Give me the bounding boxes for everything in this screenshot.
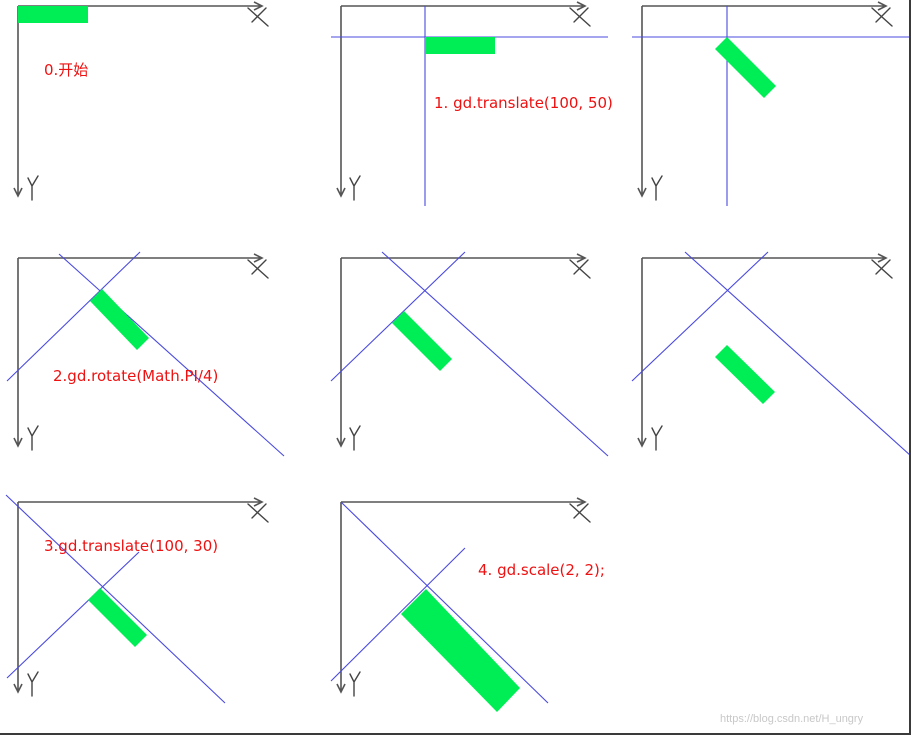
step-label: 1. gd.translate(100, 50) (434, 94, 613, 112)
rotated-y-guide (6, 551, 140, 679)
y-axis (336, 502, 346, 694)
x-axis (18, 497, 264, 507)
panel-scale: 4. gd.scale(2, 2); (330, 497, 605, 712)
x-axis (642, 253, 888, 263)
x-axis-glyph (247, 7, 269, 27)
y-axis (637, 6, 647, 198)
step-label: 4. gd.scale(2, 2); (478, 561, 605, 579)
panel-rotate-further (631, 251, 911, 457)
y-axis-glyph (651, 425, 663, 451)
step-label: 3.gd.translate(100, 30) (44, 537, 218, 555)
y-axis (13, 6, 23, 198)
green-rectangle (715, 345, 775, 404)
y-axis-glyph (27, 175, 39, 201)
green-rectangle (401, 589, 520, 712)
rotated-x-guide (58, 253, 285, 457)
y-axis (336, 258, 346, 448)
x-axis-glyph (569, 503, 591, 523)
y-axis-glyph (27, 671, 39, 697)
y-axis (13, 258, 23, 448)
rotated-x-guide (381, 251, 609, 457)
y-axis (13, 502, 23, 694)
green-rectangle (425, 37, 495, 54)
y-axis-glyph (27, 425, 39, 451)
rotated-y-guide (631, 251, 769, 382)
x-axis-glyph (247, 259, 269, 279)
green-rectangle (18, 6, 88, 23)
green-rectangle (90, 289, 149, 350)
y-axis-glyph (349, 425, 361, 451)
x-axis (341, 253, 587, 263)
green-rectangle (88, 588, 147, 647)
rotated-y-guide (6, 251, 141, 382)
panel-translate-2: 3.gd.translate(100, 30) (5, 494, 269, 704)
panel-translate-1: 1. gd.translate(100, 50) (331, 1, 613, 206)
panel-rotate: 2.gd.rotate(Math.PI/4) (6, 251, 285, 457)
x-axis-glyph (569, 259, 591, 279)
rotated-x-guide (684, 251, 911, 457)
x-axis (341, 497, 587, 507)
rotated-y-guide (330, 251, 466, 382)
rotated-x-guide (5, 494, 226, 704)
x-axis-glyph (871, 7, 893, 27)
y-axis-glyph (349, 671, 361, 697)
y-axis (336, 6, 346, 198)
rotated-y-guide (330, 547, 466, 682)
x-axis (18, 253, 264, 263)
step-label: 2.gd.rotate(Math.PI/4) (53, 367, 218, 385)
panel-rotate-offset (330, 251, 609, 457)
y-axis-glyph (349, 175, 361, 201)
y-axis-glyph (651, 175, 663, 201)
x-axis (341, 1, 587, 11)
step-label: 0.开始 (44, 61, 88, 79)
green-rectangle (715, 37, 776, 98)
panel-start: 0.开始 (13, 1, 269, 201)
panel-rotate-preview (632, 1, 911, 206)
x-axis-glyph (247, 503, 269, 523)
x-axis-glyph (871, 259, 893, 279)
watermark: https://blog.csdn.net/H_ungry (720, 713, 864, 725)
green-rectangle (392, 311, 452, 371)
x-axis-glyph (569, 7, 591, 27)
rotated-x-guide (340, 501, 549, 704)
x-axis (642, 1, 888, 11)
y-axis (637, 258, 647, 448)
